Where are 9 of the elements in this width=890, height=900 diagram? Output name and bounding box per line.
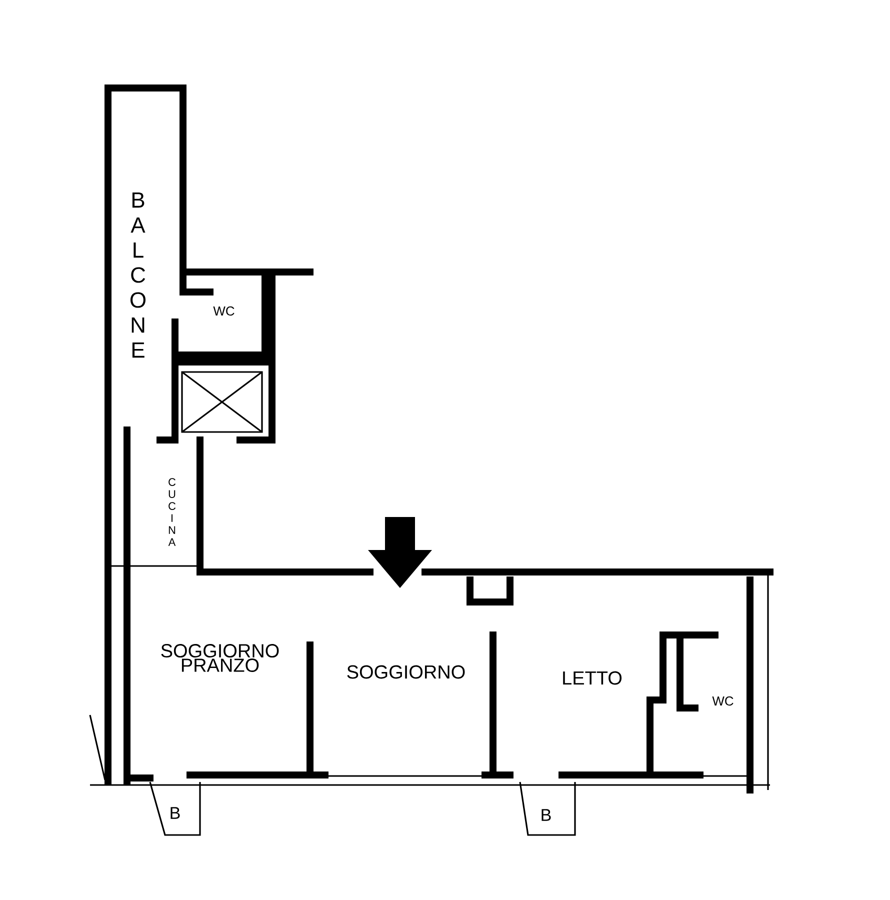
vertical-room-label: CUCINA (168, 478, 176, 546)
balcony-label: B (542, 809, 551, 821)
room-label: SOGGIORNO (347, 665, 465, 679)
room-label: WC (213, 306, 234, 316)
room-label: WC (712, 696, 734, 706)
balcony-label: B (170, 807, 180, 819)
vertical-room-label: BALCONE (130, 192, 146, 358)
room-label: SOGGIORNO PRANZO (161, 644, 279, 672)
room-label: LETTO (563, 671, 622, 685)
